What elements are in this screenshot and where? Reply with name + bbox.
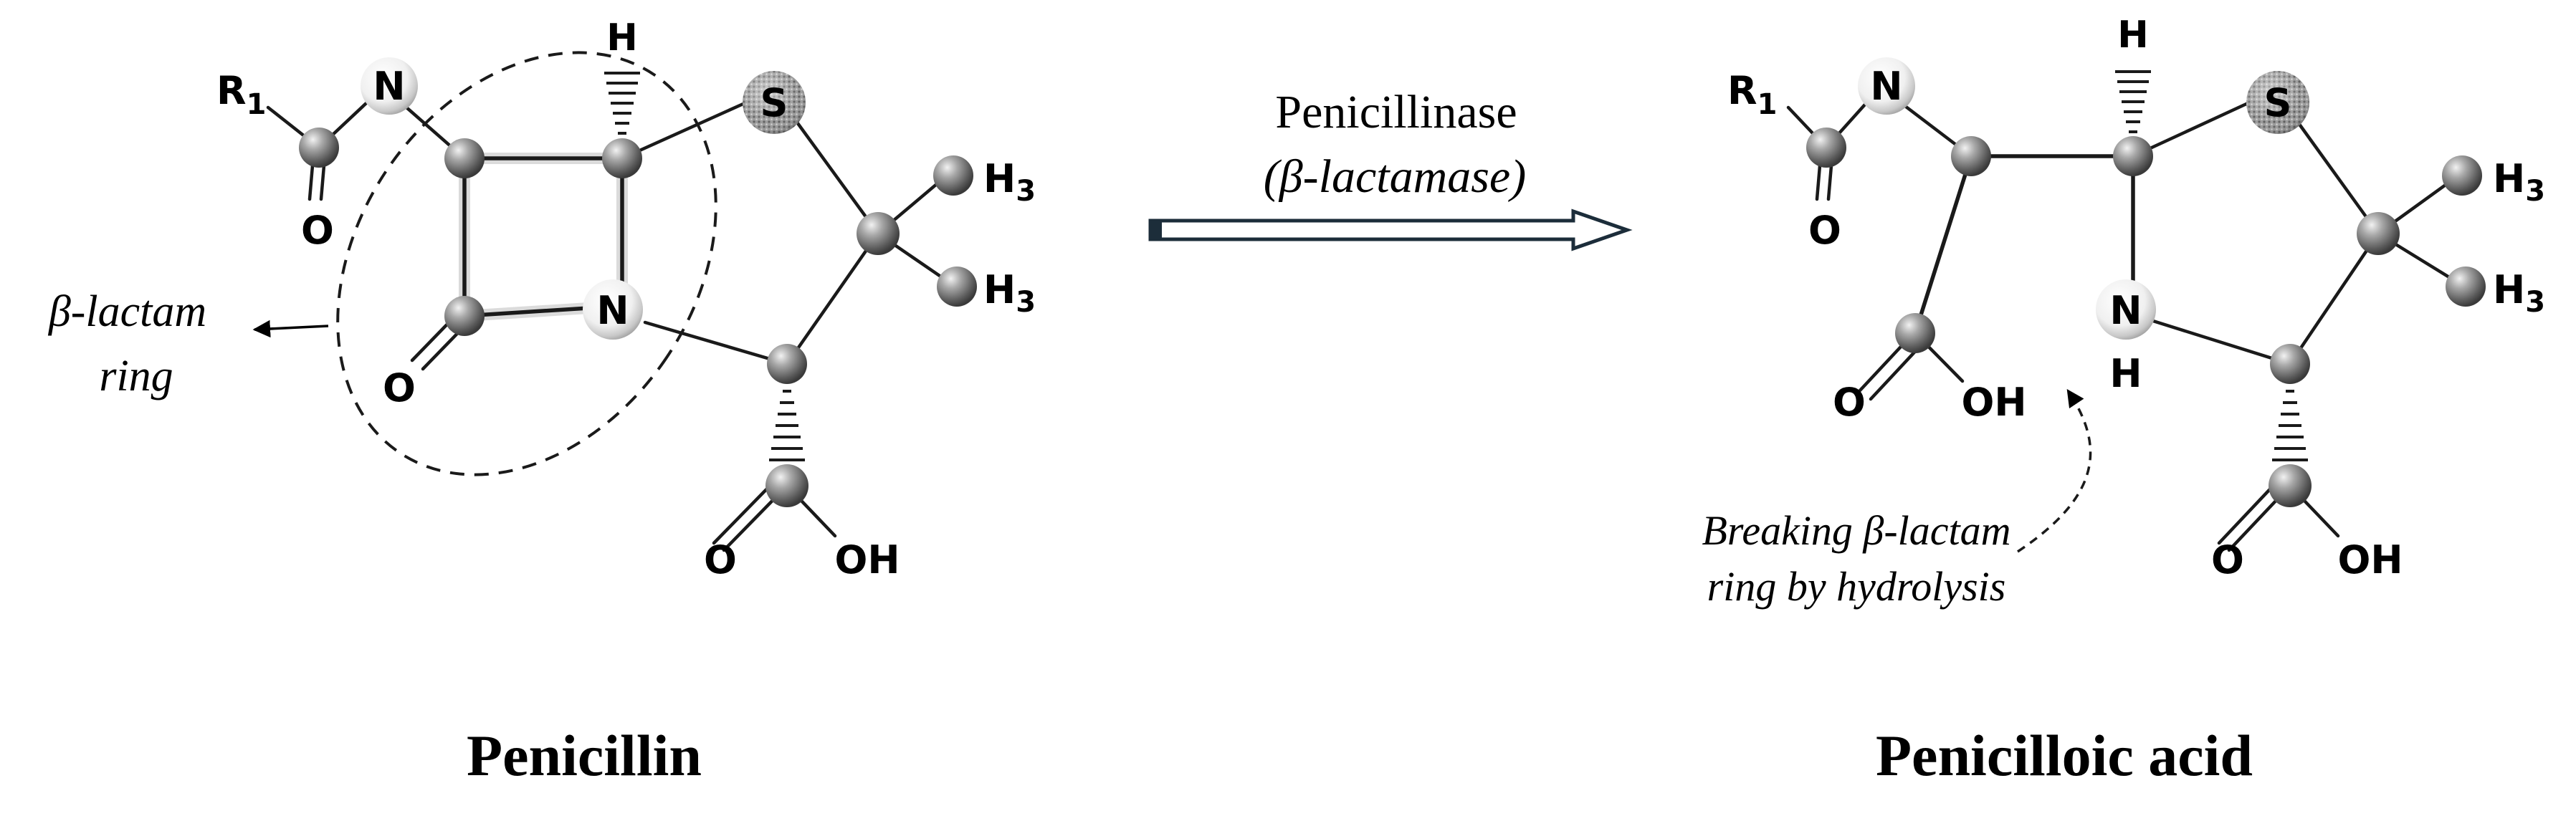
hollow-arrow (1148, 208, 1633, 251)
methyl-2-label: H3 (2493, 267, 2545, 319)
beta-lactam-ring-highlight (336, 51, 717, 476)
hydrolysis-pointer-arrow (2017, 388, 2092, 553)
amine-nitrogen-atom (2096, 279, 2156, 340)
acid-o-label: O (704, 537, 737, 582)
carbon-atom (857, 212, 900, 255)
amine-n-label: N (2109, 288, 2142, 333)
acid-oh-label: OH (2337, 537, 2403, 582)
penicilloic-carbon-atoms (1806, 128, 2486, 507)
amide-o-label: O (1808, 208, 1841, 253)
lactam-o-label: O (383, 365, 416, 411)
sulfur-atom-shade (2246, 71, 2309, 134)
amide-n-label: N (373, 64, 405, 109)
carbon-atom (299, 128, 339, 168)
acid-o-label: O (2211, 537, 2244, 582)
methyl-2-label: H3 (983, 267, 1036, 319)
h-top-label: H (2117, 14, 2149, 57)
side-acid-oh-label: OH (1961, 380, 2026, 425)
penicillin-structure: R1 N O H S N O H3 H3 O OH β-lactam ring (48, 16, 1036, 582)
right-hashed-wedge-carboxyl (2272, 378, 2308, 461)
hashed-wedge-carboxyl (769, 378, 805, 461)
enzyme-alt-label: (β-lactamase) (1264, 150, 1526, 203)
carbon-atom (2113, 136, 2153, 176)
carbon-atom (2446, 267, 2486, 307)
carbon-atom (1951, 136, 1991, 176)
penicilloic-acid-caption: Penicilloic acid (1876, 723, 2253, 788)
carbon-atom (937, 267, 977, 307)
carbon-atom (602, 138, 642, 178)
lactam-nitrogen-atom (583, 279, 643, 340)
enzyme-label: Penicillinase (1275, 86, 1517, 138)
carbon-atom (1806, 128, 1846, 168)
ring-pointer-arrow (252, 320, 329, 338)
carbon-atom (2269, 464, 2312, 507)
carbon-atom (2270, 344, 2310, 384)
side-acid-o-label: O (1833, 380, 1866, 425)
h-top-label: H (606, 16, 638, 59)
arrow-tail-cap (1150, 222, 1162, 238)
carbon-atom (933, 155, 973, 196)
carbon-atom (1895, 313, 1935, 353)
methyl-1-label: H3 (2493, 156, 2545, 208)
penicillin-carbon-atoms (299, 128, 977, 507)
hydrolysis-label-line2: ring by hydrolysis (1707, 563, 2006, 610)
carbon-atom (2442, 155, 2482, 196)
r1-label: R1 (216, 68, 266, 121)
hashed-wedge-h-top (604, 72, 640, 145)
amine-h-label: H (2109, 351, 2142, 396)
carbon-atom (444, 138, 485, 178)
r1-label: R1 (1727, 68, 1777, 121)
reaction-arrow: Penicillinase (β-lactamase) (1148, 86, 1633, 251)
lactam-n-label: N (596, 288, 629, 333)
amide-o-label: O (301, 208, 334, 253)
right-hashed-wedge-h-top (2115, 70, 2151, 143)
amide-nitrogen-atom (1858, 57, 1915, 115)
sulfur-atom-shade (743, 71, 806, 134)
beta-lactam-label-line2: ring (99, 352, 173, 400)
hydrolysis-label-line1: Breaking β-lactam (1702, 507, 2010, 554)
sulfur-label: S (760, 80, 788, 125)
acid-oh-label: OH (834, 537, 900, 582)
carbon-atom (2357, 212, 2400, 255)
amide-nitrogen-atom (361, 57, 418, 115)
penicillin-caption: Penicillin (467, 723, 702, 788)
carbon-atom (767, 344, 807, 384)
sulfur-label: S (2264, 80, 2292, 125)
beta-lactam-label-line1: β-lactam (48, 287, 206, 336)
penicilloic-acid-structure: R1 N O H S H3 H3 N H O OH O OH Breaking … (1702, 14, 2545, 610)
penicilloic-bonds (1786, 90, 2464, 552)
carbon-atom (765, 464, 808, 507)
amide-n-label: N (1870, 64, 1902, 109)
carbon-atom (444, 296, 485, 336)
methyl-1-label: H3 (983, 156, 1036, 208)
